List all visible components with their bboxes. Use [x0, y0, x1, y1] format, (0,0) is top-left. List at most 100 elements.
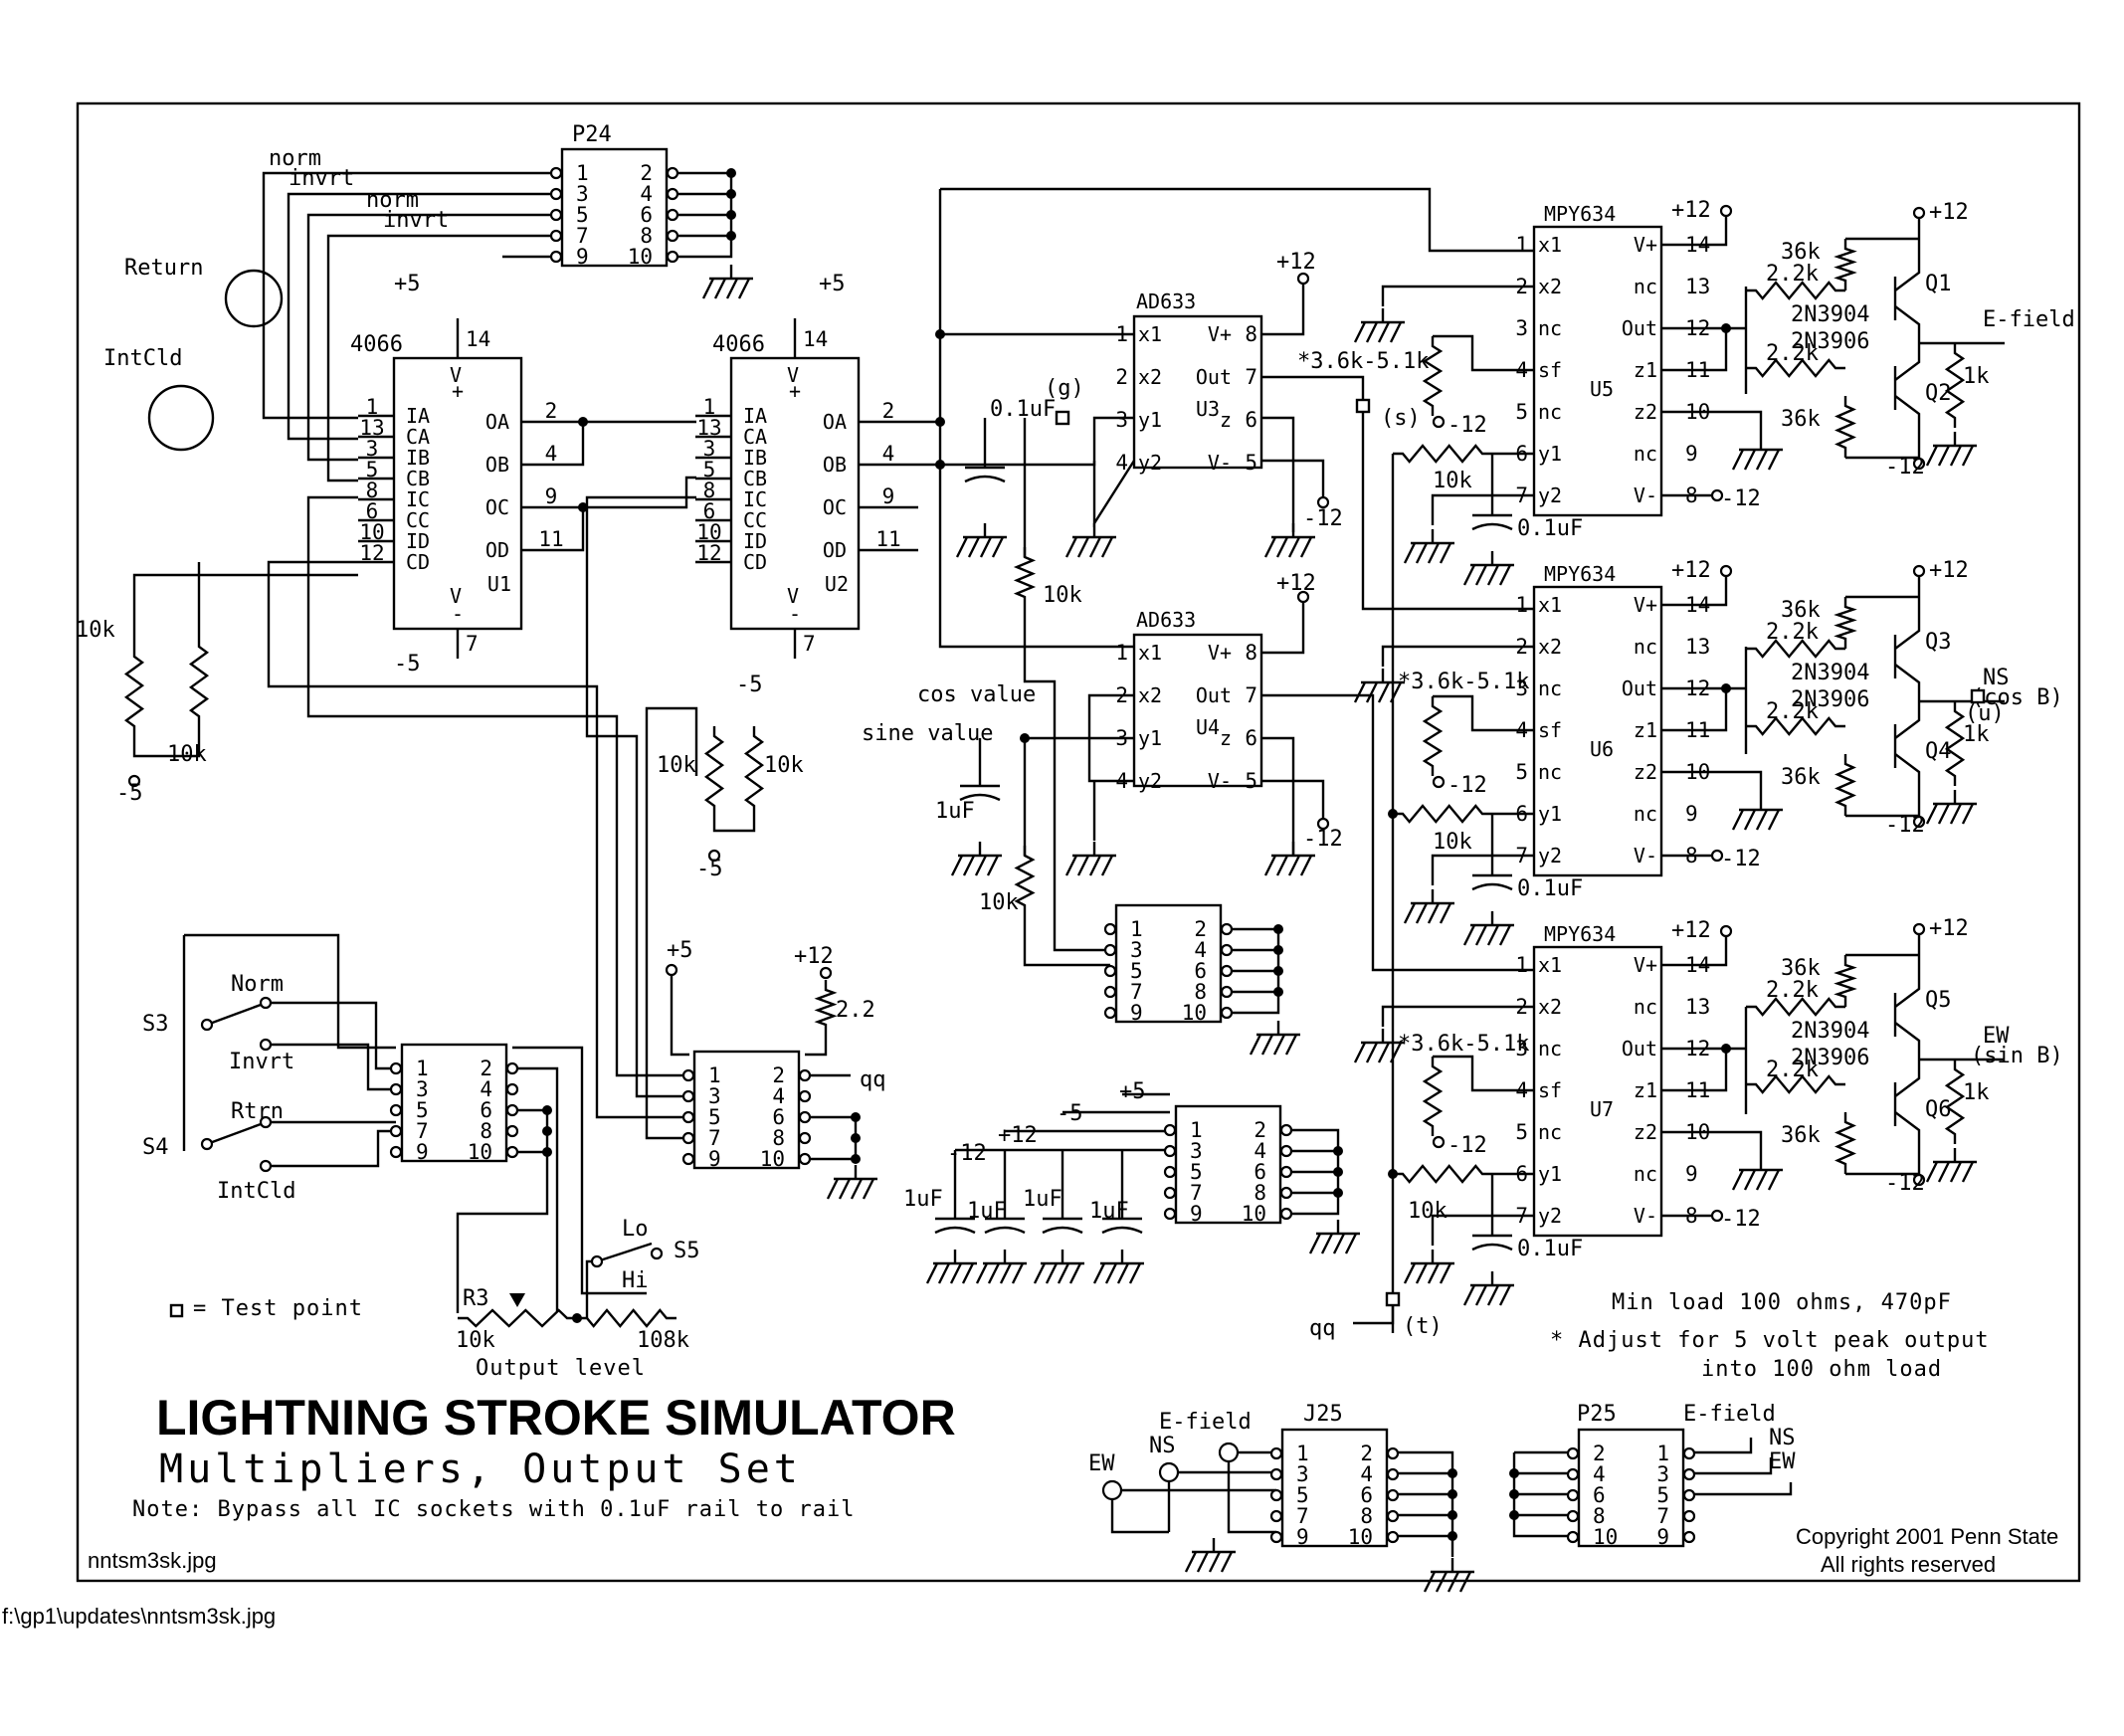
s5-lo	[585, 1259, 597, 1318]
terminal	[666, 229, 679, 243]
r3-value: 10k	[456, 1328, 495, 1353]
adjust-note-2: into 100 ohm load	[1701, 1357, 1942, 1382]
mpy-2-pin-13: 13	[1685, 635, 1710, 659]
u4-pin-1: 1	[1115, 641, 1128, 665]
out-stage-3-r1k-label: 1k	[1963, 1080, 1990, 1105]
j21-pin4	[512, 1066, 559, 1311]
ground-hatch	[1353, 681, 1367, 703]
mpy-2-output-V+: V+	[1634, 593, 1657, 617]
p22-cap	[984, 1226, 1026, 1235]
j25-pin-6: 6	[1360, 1483, 1373, 1507]
copyright-line-2: All rights reserved	[1821, 1552, 1996, 1577]
n5-label-a: -5	[116, 781, 143, 806]
j25-pin-10: 10	[1348, 1525, 1373, 1549]
terminal	[1296, 590, 1310, 604]
r108k-value: 108k	[637, 1328, 689, 1353]
out-stage-2-vcc-label: +12	[1929, 558, 1969, 583]
terminal	[549, 229, 563, 243]
ground-symbol	[826, 1165, 877, 1200]
mpy-3-output-z1: z1	[1634, 1078, 1657, 1102]
ground-symbol	[1423, 1558, 1474, 1593]
p25-ew-label: EW	[1769, 1449, 1796, 1474]
u4-vplus	[1261, 602, 1305, 655]
j21-pin-6: 6	[480, 1098, 492, 1122]
mpy-3-pin-7: 7	[1515, 1204, 1528, 1228]
ground-hatch	[987, 1262, 1001, 1284]
terminal	[1682, 1530, 1696, 1544]
u4-vminus-supply: -12	[1303, 827, 1343, 852]
junction-dot	[1273, 924, 1283, 934]
ground-hatch	[1377, 681, 1391, 703]
p25-pin-3: 3	[1656, 1462, 1669, 1486]
mpy-3-input-sf: sf	[1538, 1078, 1562, 1102]
u2-vminus-label: -5	[736, 673, 763, 697]
ground-hatch	[986, 855, 1000, 876]
out-stage-1-r22k-label-bot: 2.2k	[1766, 341, 1819, 366]
terminal	[1103, 964, 1117, 978]
ground-hatch	[1498, 924, 1512, 946]
mpy-3-pin-1: 1	[1515, 953, 1528, 977]
ground-symbol	[1249, 1021, 1300, 1056]
u3-pin-2: 2	[1115, 365, 1128, 389]
u3-output-z: z	[1220, 408, 1232, 432]
mpy-1-pin-4: 4	[1515, 358, 1528, 382]
p24-to-u1	[262, 171, 557, 420]
mpy-sf-n12: -12	[1448, 1133, 1487, 1158]
ground-hatch	[1011, 1262, 1025, 1284]
p22-pin-10: 10	[1242, 1202, 1266, 1226]
return-label: Return	[124, 256, 203, 281]
ground-hatch	[1925, 803, 1939, 825]
p25-pin-5: 5	[1656, 1483, 1669, 1507]
p24-to-u1	[326, 234, 557, 482]
p21-pin-7: 7	[708, 1126, 721, 1150]
p25-pin-1: 1	[1656, 1442, 1669, 1465]
ground-hatch	[1731, 1169, 1745, 1191]
u1-cd-res	[132, 573, 358, 647]
mpy-1-output-V-: V-	[1634, 483, 1657, 507]
ground-hatch	[1486, 564, 1500, 586]
ground-symbol	[1403, 1250, 1454, 1284]
ground-hatch	[1208, 1551, 1222, 1573]
mpy-1-pin-13: 13	[1685, 275, 1710, 298]
mpy-1-pin-11: 11	[1685, 358, 1710, 382]
u3-y2-gnd	[1092, 460, 1136, 528]
ground-symbol	[1263, 523, 1315, 558]
terminal	[1220, 985, 1234, 999]
out-stage-3-r22k-label-top: 2.2k	[1766, 978, 1819, 1003]
ground-hatch	[1287, 855, 1301, 876]
terminal	[549, 250, 563, 264]
u1-vpin: 14	[466, 327, 490, 351]
p24-pin-6: 6	[640, 203, 653, 227]
mpy-3-output-nc: nc	[1634, 1162, 1657, 1186]
lo-label: Lo	[622, 1217, 649, 1242]
out-stage-2-r36k-label-top: 36k	[1781, 598, 1821, 623]
u4-output-z: z	[1220, 726, 1232, 750]
sine-to-p23	[1023, 915, 1110, 967]
p21-pin-1: 1	[708, 1063, 721, 1087]
j25-pin-4: 4	[1360, 1462, 1373, 1486]
j21-pin-10: 10	[468, 1140, 492, 1164]
terminal	[505, 1145, 519, 1159]
ground-hatch	[1299, 855, 1313, 876]
mpy-cap	[1471, 522, 1513, 531]
s5-blade	[596, 1242, 653, 1263]
p22-pin-5: 5	[1190, 1160, 1203, 1184]
p22-pin-7: 7	[1190, 1181, 1203, 1205]
p24-signal-norm-1: norm	[269, 146, 321, 171]
u3-output-V+: V+	[1208, 322, 1232, 346]
mpy-3-pin-10: 10	[1685, 1120, 1710, 1144]
ground-hatch	[955, 536, 969, 558]
mpy-to-driver	[1741, 647, 1748, 754]
terminal	[1316, 817, 1330, 831]
rtrn-label: Rtrn	[231, 1099, 284, 1124]
terminal	[650, 1247, 664, 1260]
s3-invrt	[266, 1043, 396, 1091]
ground-hatch	[1377, 321, 1391, 343]
u4-z	[1261, 736, 1295, 856]
terminal	[1912, 922, 1926, 936]
ground-hatch	[1925, 445, 1939, 467]
mpy-2-pin-3: 3	[1515, 676, 1528, 700]
mpy-3-pin-2: 2	[1515, 995, 1528, 1019]
u3-y1	[940, 416, 1134, 467]
ground-hatch	[925, 1262, 939, 1284]
